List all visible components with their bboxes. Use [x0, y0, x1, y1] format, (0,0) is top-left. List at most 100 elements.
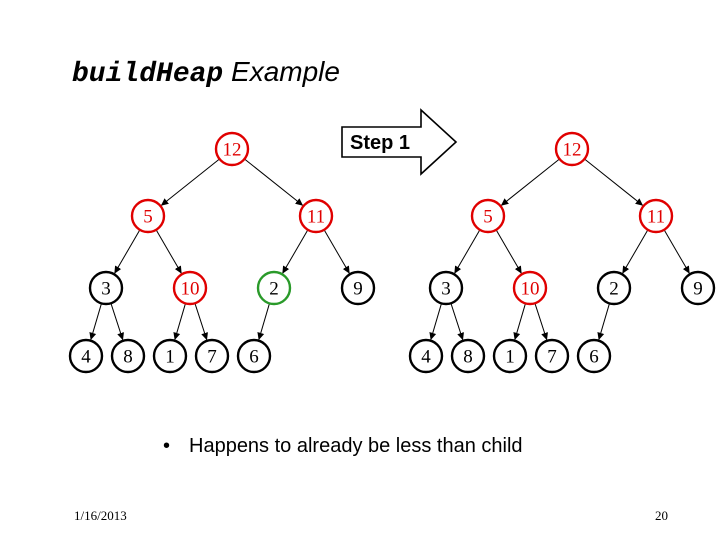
tree-before-node-a10: 1 — [152, 338, 188, 374]
tree-before-node-label-a11: 7 — [207, 347, 217, 368]
tree-before-edge-a6-a12 — [257, 303, 270, 341]
tree-before-node-label-a6: 2 — [269, 279, 279, 300]
tree-before-node-label-a4: 3 — [101, 279, 111, 300]
tree-before-node-label-a9: 8 — [123, 347, 133, 368]
tree-before-node-a5: 10 — [172, 270, 208, 306]
footer-date: 1/16/2013 — [74, 508, 127, 523]
tree-after-node-circle-b5 — [512, 270, 548, 306]
tree-before-edge-a5-a10 — [173, 303, 186, 341]
tree-after-edge-b5-b10 — [513, 303, 526, 341]
tree-before-node-a11: 7 — [194, 338, 230, 374]
tree-before-edge-a5-a11 — [194, 303, 208, 341]
tree-after-node-b7: 9 — [680, 270, 716, 306]
tree-before-edge-a1-a2 — [160, 158, 220, 206]
tree-before-edge-a3-a6 — [282, 229, 309, 274]
tree-before-node-label-a1: 12 — [223, 140, 242, 161]
tree-after-node-label-b11: 7 — [547, 347, 557, 368]
tree-before-node-circle-a4 — [88, 270, 124, 306]
tree-before-node-label-a8: 4 — [81, 347, 91, 368]
tree-before-node-circle-a3 — [298, 198, 334, 234]
tree-before-edge-a2-a5 — [155, 229, 182, 274]
tree-after-node-b11: 7 — [534, 338, 570, 374]
tree-before-node-a7: 9 — [340, 270, 376, 306]
tree-before-edge-a4-a8 — [89, 303, 102, 341]
tree-after-node-circle-b12 — [576, 338, 612, 374]
tree-after-node-b12: 6 — [576, 338, 612, 374]
tree-after-edge-b1-b3 — [584, 158, 644, 206]
bullet-text: Happens to already be less than child — [189, 435, 523, 457]
step-arrow-label: Step 1 — [350, 132, 410, 154]
tree-before-node-circle-a2 — [130, 198, 166, 234]
tree-before-node-a9: 8 — [110, 338, 146, 374]
tree-before-node-a6: 2 — [256, 270, 292, 306]
tree-after-node-label-b10: 1 — [505, 347, 515, 368]
tree-after-edge-b3-b7 — [663, 229, 690, 274]
tree-after-edge-b1-b2 — [500, 158, 560, 206]
tree-before-node-circle-a1 — [214, 131, 250, 167]
tree-before-node-circle-a11 — [194, 338, 230, 374]
tree-after-node-circle-b11 — [534, 338, 570, 374]
tree-after-node-label-b9: 8 — [463, 347, 473, 368]
tree-after-node-b3: 11 — [638, 198, 674, 234]
tree-after-node-b9: 8 — [450, 338, 486, 374]
tree-after-edge-b5-b11 — [534, 303, 548, 341]
tree-after-node-b6: 2 — [596, 270, 632, 306]
tree-before-node-label-a7: 9 — [353, 279, 363, 300]
tree-after-node-b10: 1 — [492, 338, 528, 374]
tree-after-node-label-b5: 10 — [521, 279, 540, 300]
tree-before-node-a3: 11 — [298, 198, 334, 234]
tree-before-edge-a3-a7 — [323, 229, 350, 274]
tree-after-edge-b2-b4 — [454, 229, 481, 274]
tree-after-node-label-b6: 2 — [609, 279, 619, 300]
tree-after-edge-b4-b8 — [429, 303, 442, 341]
tree-before-node-circle-a12 — [236, 338, 272, 374]
title-code: buildHeap — [72, 59, 224, 90]
tree-after-edge-b2-b5 — [495, 229, 522, 274]
footer-page-number: 20 — [655, 508, 668, 523]
tree-before-node-circle-a7 — [340, 270, 376, 306]
tree-after-node-circle-b9 — [450, 338, 486, 374]
tree-after-node-circle-b4 — [428, 270, 464, 306]
tree-after-node-label-b2: 5 — [483, 207, 493, 228]
bullet-marker: • — [163, 435, 171, 457]
tree-after-node-b5: 10 — [512, 270, 548, 306]
tree-before-node-a4: 3 — [88, 270, 124, 306]
tree-after-node-circle-b7 — [680, 270, 716, 306]
tree-before-node-circle-a6 — [256, 270, 292, 306]
tree-before-node-a8: 4 — [68, 338, 104, 374]
tree-after-node-circle-b8 — [408, 338, 444, 374]
tree-after-edge-b6-b12 — [597, 303, 610, 341]
tree-before-node-label-a3: 11 — [307, 207, 325, 228]
tree-before-edge-a1-a3 — [244, 158, 304, 206]
step-arrow-shape — [341, 108, 458, 176]
slide-title: buildHeap Example — [72, 56, 340, 90]
tree-after-node-circle-b2 — [470, 198, 506, 234]
tree-before-node-a1: 12 — [214, 131, 250, 167]
step-arrow: Step 1 — [341, 108, 458, 176]
tree-before-node-circle-a9 — [110, 338, 146, 374]
tree-after-node-label-b12: 6 — [589, 347, 599, 368]
tree-before-node-a12: 6 — [236, 338, 272, 374]
tree-before-node-circle-a8 — [68, 338, 104, 374]
tree-after-node-circle-b6 — [596, 270, 632, 306]
tree-after-node-b4: 3 — [428, 270, 464, 306]
tree-before-node-label-a10: 1 — [165, 347, 175, 368]
tree-edges — [89, 158, 690, 341]
tree-after-node-label-b3: 11 — [647, 207, 665, 228]
tree-after-node-b1: 12 — [554, 131, 590, 167]
tree-before-node-circle-a10 — [152, 338, 188, 374]
tree-after-node-circle-b3 — [638, 198, 674, 234]
tree-after-edge-b4-b9 — [450, 303, 464, 341]
bullet-point: • Happens to already be less than child — [163, 435, 523, 458]
title-rest: Example — [223, 56, 340, 87]
tree-after-node-label-b1: 12 — [563, 140, 582, 161]
tree-after-edge-b3-b6 — [622, 229, 649, 274]
tree-before-node-label-a2: 5 — [143, 207, 153, 228]
tree-after-node-circle-b10 — [492, 338, 528, 374]
tree-after-node-b8: 4 — [408, 338, 444, 374]
tree-after-node-label-b8: 4 — [421, 347, 431, 368]
tree-after-node-label-b7: 9 — [693, 279, 703, 300]
tree-after-node-label-b4: 3 — [441, 279, 451, 300]
